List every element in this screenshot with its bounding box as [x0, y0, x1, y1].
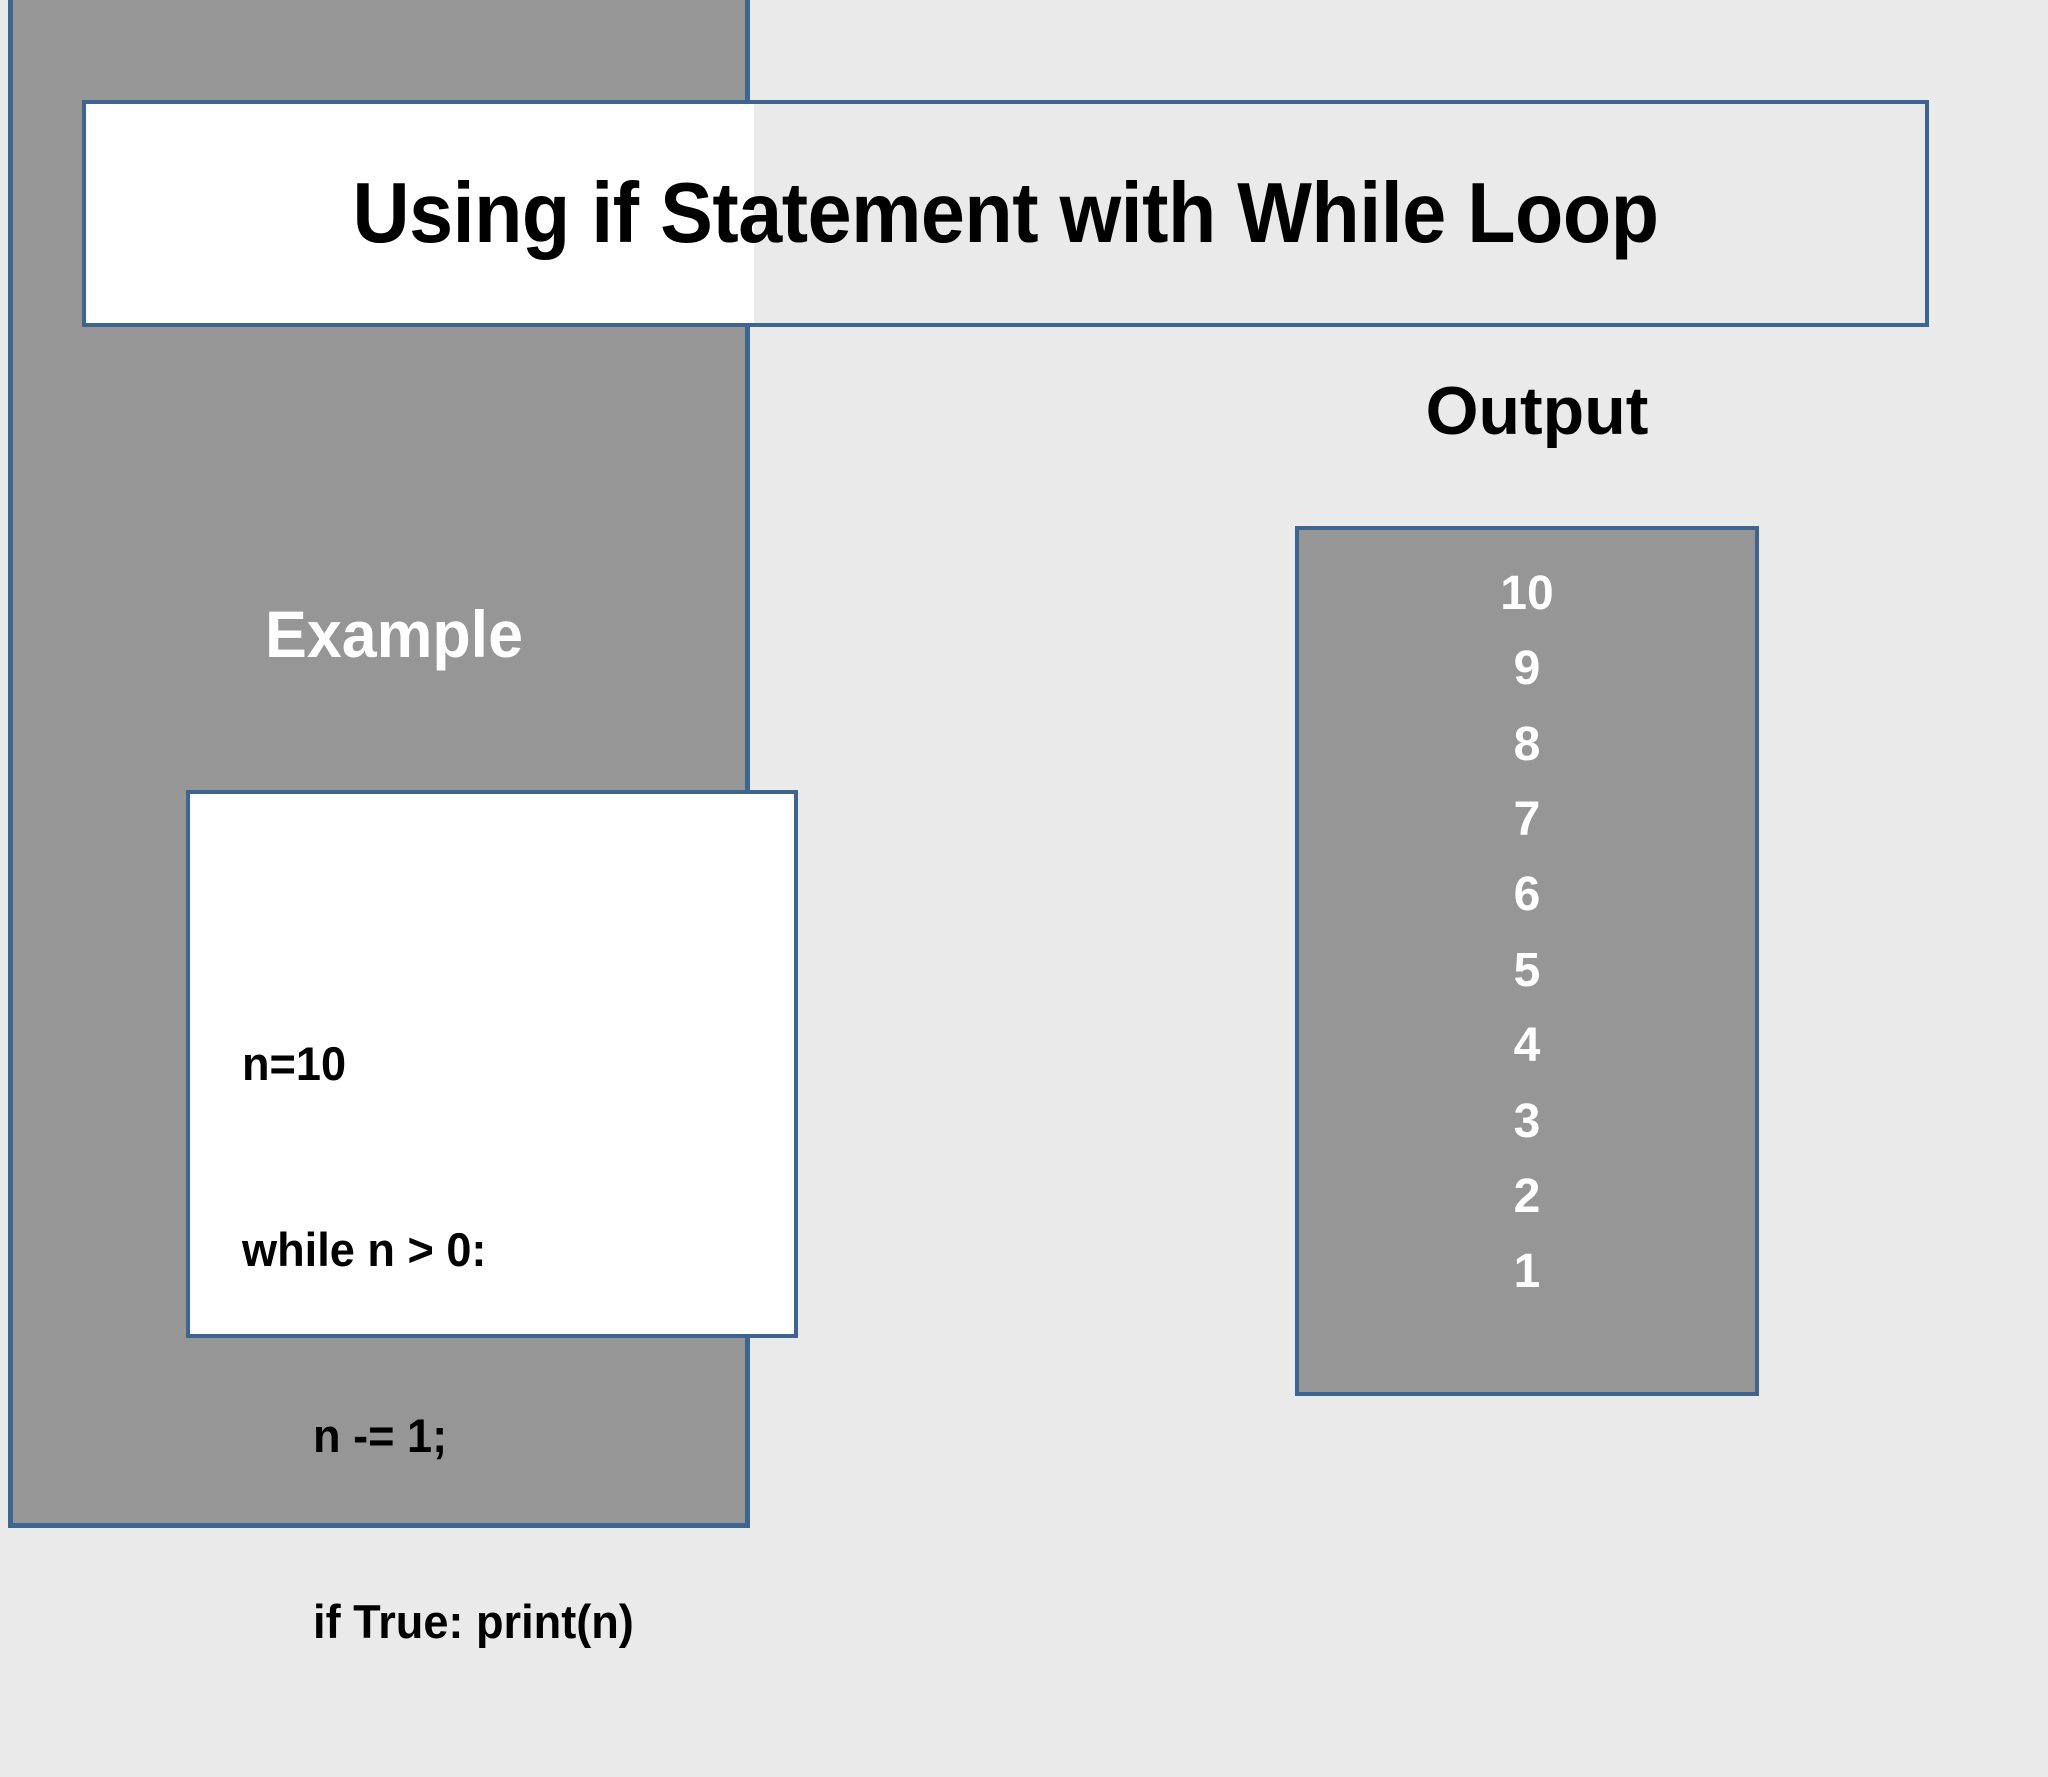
- example-label: Example: [265, 597, 523, 671]
- output-result-box: 10 9 8 7 6 5 4 3 2 1: [1295, 526, 1759, 1396]
- output-values-list: 10 9 8 7 6 5 4 3 2 1: [1299, 556, 1755, 1310]
- output-value: 2: [1513, 1169, 1541, 1223]
- output-value: 3: [1513, 1094, 1541, 1148]
- title-banner-white-fill: [86, 104, 754, 323]
- code-line: if True: print(n): [313, 1595, 634, 1649]
- output-value: 1: [1513, 1245, 1541, 1299]
- slide-canvas: Using if Statement with While Loop Examp…: [8, 0, 1929, 1649]
- output-value: 4: [1513, 1019, 1541, 1073]
- output-value: 10: [1500, 567, 1554, 620]
- code-sample-box: n=10 while n > 0: n -= 1; if True: print…: [186, 790, 798, 1648]
- output-value: 5: [1513, 943, 1541, 997]
- code-sample-text: n=10 while n > 0: n -= 1; if True: print…: [242, 909, 634, 1777]
- output-value: 7: [1513, 793, 1541, 847]
- code-line: while n > 0:: [242, 1223, 487, 1277]
- title-banner: Using if Statement with While Loop: [82, 100, 1929, 327]
- code-line: n -= 1;: [313, 1409, 448, 1463]
- page-title: Using if Statement with While Loop: [352, 165, 1659, 261]
- output-value: 9: [1513, 642, 1541, 696]
- output-value: 8: [1513, 717, 1541, 771]
- output-heading: Output: [1425, 373, 1649, 449]
- code-line: n=10: [242, 1037, 347, 1091]
- output-value: 6: [1513, 868, 1541, 922]
